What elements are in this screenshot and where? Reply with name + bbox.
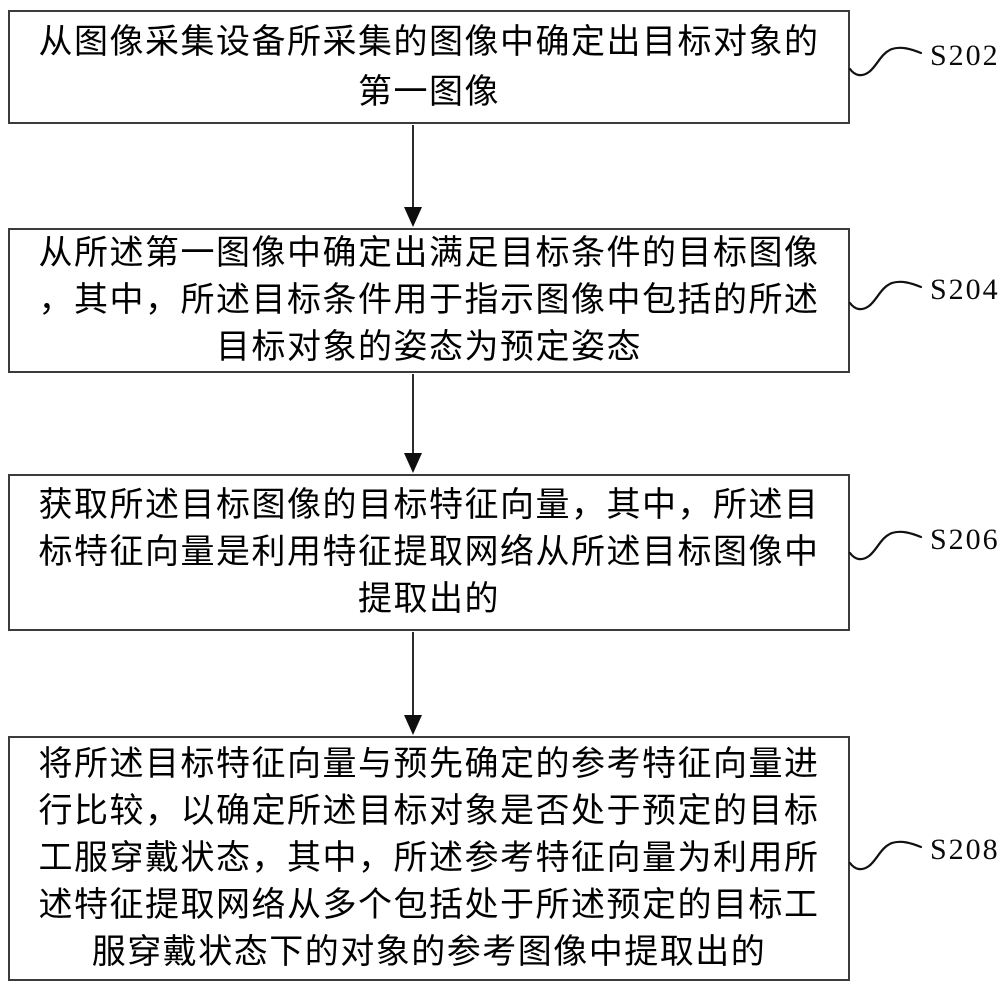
connector-squiggle-icon	[848, 530, 923, 561]
step-label: S206	[930, 523, 1000, 556]
step-text-line: 工服穿戴状态，其中，所述参考特征向量为利用所	[38, 839, 820, 877]
flow-arrow-down	[403, 374, 423, 473]
step-label-group-s208: S208	[848, 828, 1000, 872]
arrow-head	[404, 207, 422, 227]
step-label: S204	[930, 273, 1000, 306]
step-text-line: 服穿戴状态下的对象的参考图像中提取出的	[91, 933, 767, 971]
arrow-shaft	[412, 125, 414, 207]
step-text-line: 标特征向量是利用特征提取网络从所述目标图像中	[38, 533, 820, 571]
arrow-shaft	[412, 632, 414, 715]
flow-step-box-s208: 将所述目标特征向量与预先确定的参考特征向量进 行比较，以确定所述目标对象是否处于…	[8, 736, 850, 981]
arrow-shaft	[412, 374, 414, 453]
step-label-group-s204: S204	[848, 268, 1000, 312]
arrow-head	[404, 453, 422, 473]
step-label-group-s202: S202	[848, 34, 1000, 78]
flow-step-box-s204: 从所述第一图像中确定出满足目标条件的目标图像 ，其中，所述目标条件用于指示图像中…	[8, 228, 850, 373]
step-text-line: 提取出的	[358, 580, 500, 618]
step-label-group-s206: S206	[848, 518, 1000, 562]
flow-step-box-s202: 从图像采集设备所采集的图像中确定出目标对象的 第一图像	[8, 10, 850, 124]
step-text-line: 从图像采集设备所采集的图像中确定出目标对象的	[38, 23, 820, 61]
flow-arrow-down	[403, 632, 423, 735]
step-text-line: 行比较，以确定所述目标对象是否处于预定的目标	[38, 792, 820, 830]
flow-step-box-s206: 获取所述目标图像的目标特征向量，其中，所述目 标特征向量是利用特征提取网络从所述…	[8, 474, 850, 631]
step-text-line: 第一图像	[358, 73, 500, 111]
arrow-head	[404, 715, 422, 735]
step-text-line: 从所述第一图像中确定出满足目标条件的目标图像	[38, 234, 820, 272]
connector-squiggle-icon	[848, 46, 923, 77]
flow-arrow-down	[403, 125, 423, 227]
step-text-line: ，其中，所述目标条件用于指示图像中包括的所述	[38, 281, 820, 319]
step-label: S202	[930, 39, 1000, 72]
step-label: S208	[930, 833, 1000, 866]
step-text-line: 将所述目标特征向量与预先确定的参考特征向量进	[38, 745, 820, 783]
connector-squiggle-icon	[848, 840, 923, 871]
step-text-line: 目标对象的姿态为预定姿态	[216, 328, 642, 366]
step-text-line: 述特征提取网络从多个包括处于所述预定的目标工	[38, 886, 820, 924]
step-text-line: 获取所述目标图像的目标特征向量，其中，所述目	[38, 486, 820, 524]
connector-squiggle-icon	[848, 280, 923, 311]
